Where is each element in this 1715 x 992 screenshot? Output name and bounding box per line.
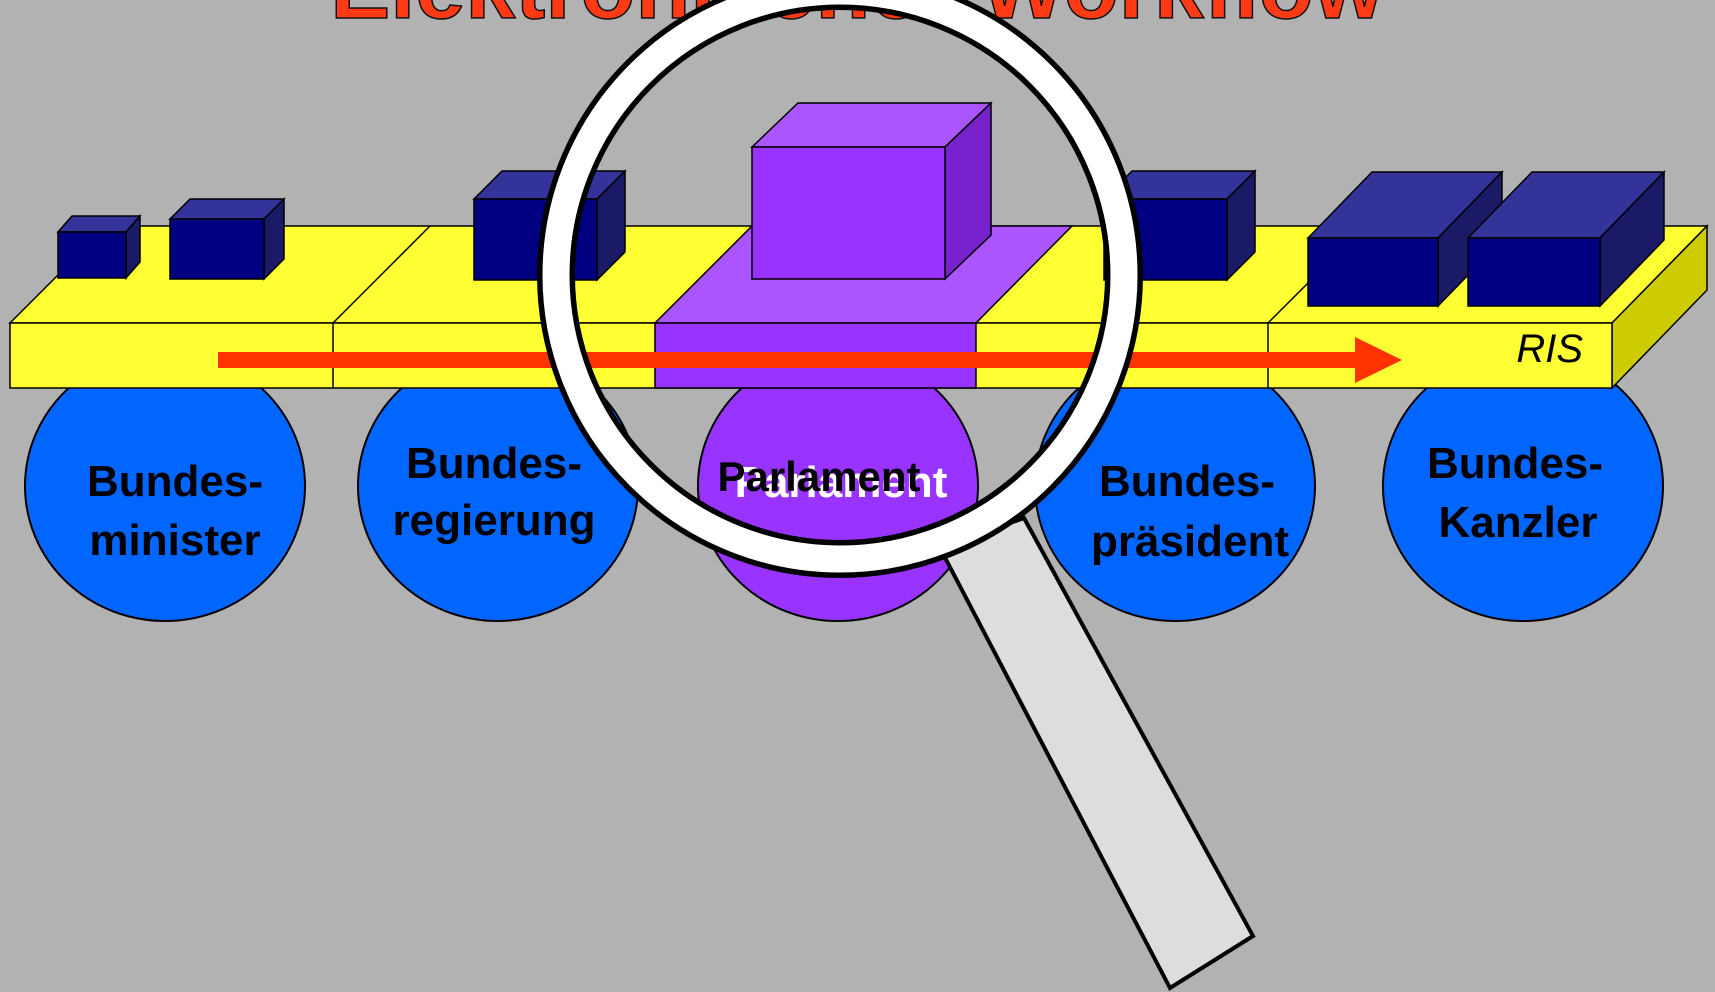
box-small-1	[58, 216, 140, 278]
node-label: Bundes-	[1427, 439, 1603, 488]
node-label: Kanzler	[1439, 498, 1598, 547]
node-label: Bundes-	[87, 457, 263, 506]
node-label: Bundes-	[1099, 457, 1275, 506]
node-label: präsident	[1091, 517, 1289, 566]
box-parlament	[752, 103, 991, 279]
belt-label-ris: RIS	[1516, 327, 1583, 371]
node-label: regierung	[393, 496, 596, 545]
node-label: Bundes-	[406, 439, 582, 488]
magnified-label: Parlament	[717, 453, 920, 500]
node-label: minister	[89, 516, 260, 565]
box-small-2	[170, 199, 284, 279]
